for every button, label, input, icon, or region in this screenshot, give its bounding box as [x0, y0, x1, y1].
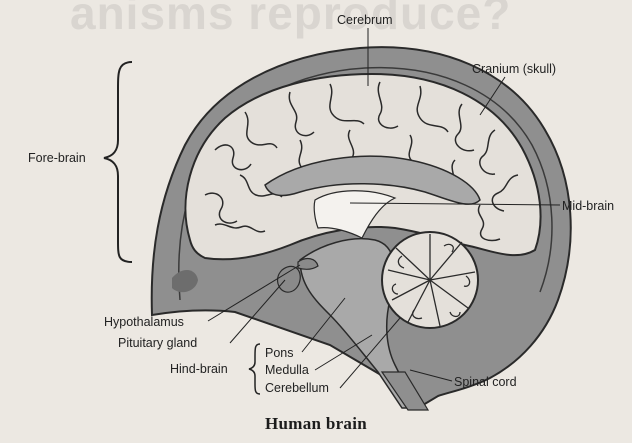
cerebellum-shape [382, 232, 478, 328]
hypothalamus-shape [298, 259, 318, 270]
label-cerebrum: Cerebrum [337, 14, 393, 27]
label-fore-brain: Fore-brain [28, 152, 86, 165]
label-spinal-cord: Spinal cord [454, 376, 517, 389]
label-cranium: Cranium (skull) [472, 63, 556, 76]
hind-brain-brace [249, 344, 260, 394]
label-hypothalamus: Hypothalamus [104, 316, 184, 329]
label-hind-brain: Hind-brain [170, 363, 228, 376]
label-medulla: Medulla [265, 364, 309, 377]
label-mid-brain: Mid-brain [562, 200, 614, 213]
label-pituitary-gland: Pituitary gland [118, 337, 197, 350]
label-pons: Pons [265, 347, 294, 360]
label-cerebellum: Cerebellum [265, 382, 329, 395]
fore-brain-brace [104, 62, 132, 262]
figure-caption: Human brain [0, 414, 632, 434]
